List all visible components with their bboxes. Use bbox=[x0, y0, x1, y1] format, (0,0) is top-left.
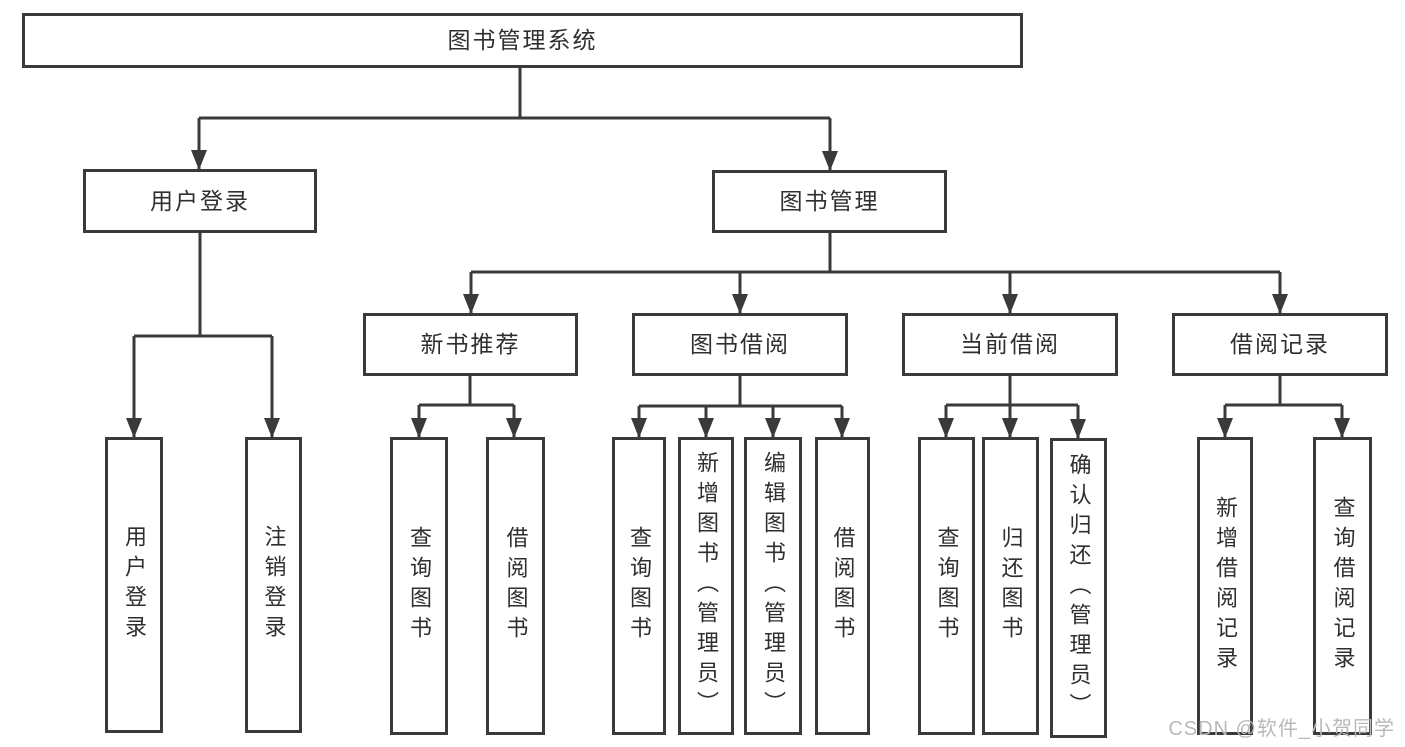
leaf-query-books-recommend-label: 查询图书 bbox=[407, 526, 432, 646]
node-borrowing-records-label: 借阅记录 bbox=[1230, 331, 1330, 357]
node-new-book-recommend-label: 新书推荐 bbox=[420, 331, 521, 357]
node-borrowing-records: 借阅记录 bbox=[1172, 313, 1388, 376]
leaf-borrow-books-label: 借阅图书 bbox=[830, 526, 856, 646]
node-book-borrowing-label: 图书借阅 bbox=[690, 331, 790, 357]
leaf-query-books-recommend: 查询图书 bbox=[390, 437, 448, 735]
leaf-borrow-books-recommend-label: 借阅图书 bbox=[503, 526, 529, 646]
node-library-system-label: 图书管理系统 bbox=[447, 27, 598, 53]
leaf-add-books-admin: 新增图书（管理员） bbox=[678, 437, 734, 735]
leaf-logout-label: 注销登录 bbox=[261, 525, 287, 645]
node-book-borrowing: 图书借阅 bbox=[632, 313, 848, 376]
leaf-query-borrow-record: 查询借阅记录 bbox=[1313, 437, 1372, 735]
leaf-add-books-admin-label: 新增图书（管理员） bbox=[694, 451, 719, 721]
leaf-confirm-return-admin: 确认归还（管理员） bbox=[1050, 438, 1107, 738]
leaf-confirm-return-admin-label: 确认归还（管理员） bbox=[1066, 453, 1092, 723]
leaf-logout: 注销登录 bbox=[245, 437, 302, 733]
leaf-query-books-borrowing: 查询图书 bbox=[612, 437, 666, 735]
leaf-query-books-current-label: 查询图书 bbox=[934, 526, 960, 646]
leaf-return-books: 归还图书 bbox=[982, 437, 1039, 735]
node-user-login-label: 用户登录 bbox=[150, 187, 250, 214]
leaf-query-books-borrowing-label: 查询图书 bbox=[627, 526, 652, 646]
leaf-query-borrow-record-label: 查询借阅记录 bbox=[1330, 496, 1356, 676]
node-user-login: 用户登录 bbox=[83, 169, 317, 233]
leaf-edit-books-admin-label: 编辑图书（管理员） bbox=[761, 451, 786, 721]
node-book-management-label: 图书管理 bbox=[779, 188, 880, 214]
leaf-add-borrow-record-label: 新增借阅记录 bbox=[1213, 496, 1238, 676]
node-book-management: 图书管理 bbox=[712, 170, 947, 233]
leaf-return-books-label: 归还图书 bbox=[998, 526, 1024, 646]
leaf-edit-books-admin: 编辑图书（管理员） bbox=[744, 437, 802, 735]
leaf-add-borrow-record: 新增借阅记录 bbox=[1197, 437, 1253, 735]
node-library-system: 图书管理系统 bbox=[22, 13, 1023, 68]
node-new-book-recommend: 新书推荐 bbox=[363, 313, 578, 376]
leaf-borrow-books-recommend: 借阅图书 bbox=[486, 437, 545, 735]
leaf-user-login-label: 用户登录 bbox=[122, 525, 147, 645]
leaf-query-books-current: 查询图书 bbox=[918, 437, 975, 735]
node-current-borrowing-label: 当前借阅 bbox=[960, 331, 1060, 357]
node-current-borrowing: 当前借阅 bbox=[902, 313, 1118, 376]
leaf-borrow-books: 借阅图书 bbox=[815, 437, 870, 735]
leaf-user-login: 用户登录 bbox=[105, 437, 163, 733]
